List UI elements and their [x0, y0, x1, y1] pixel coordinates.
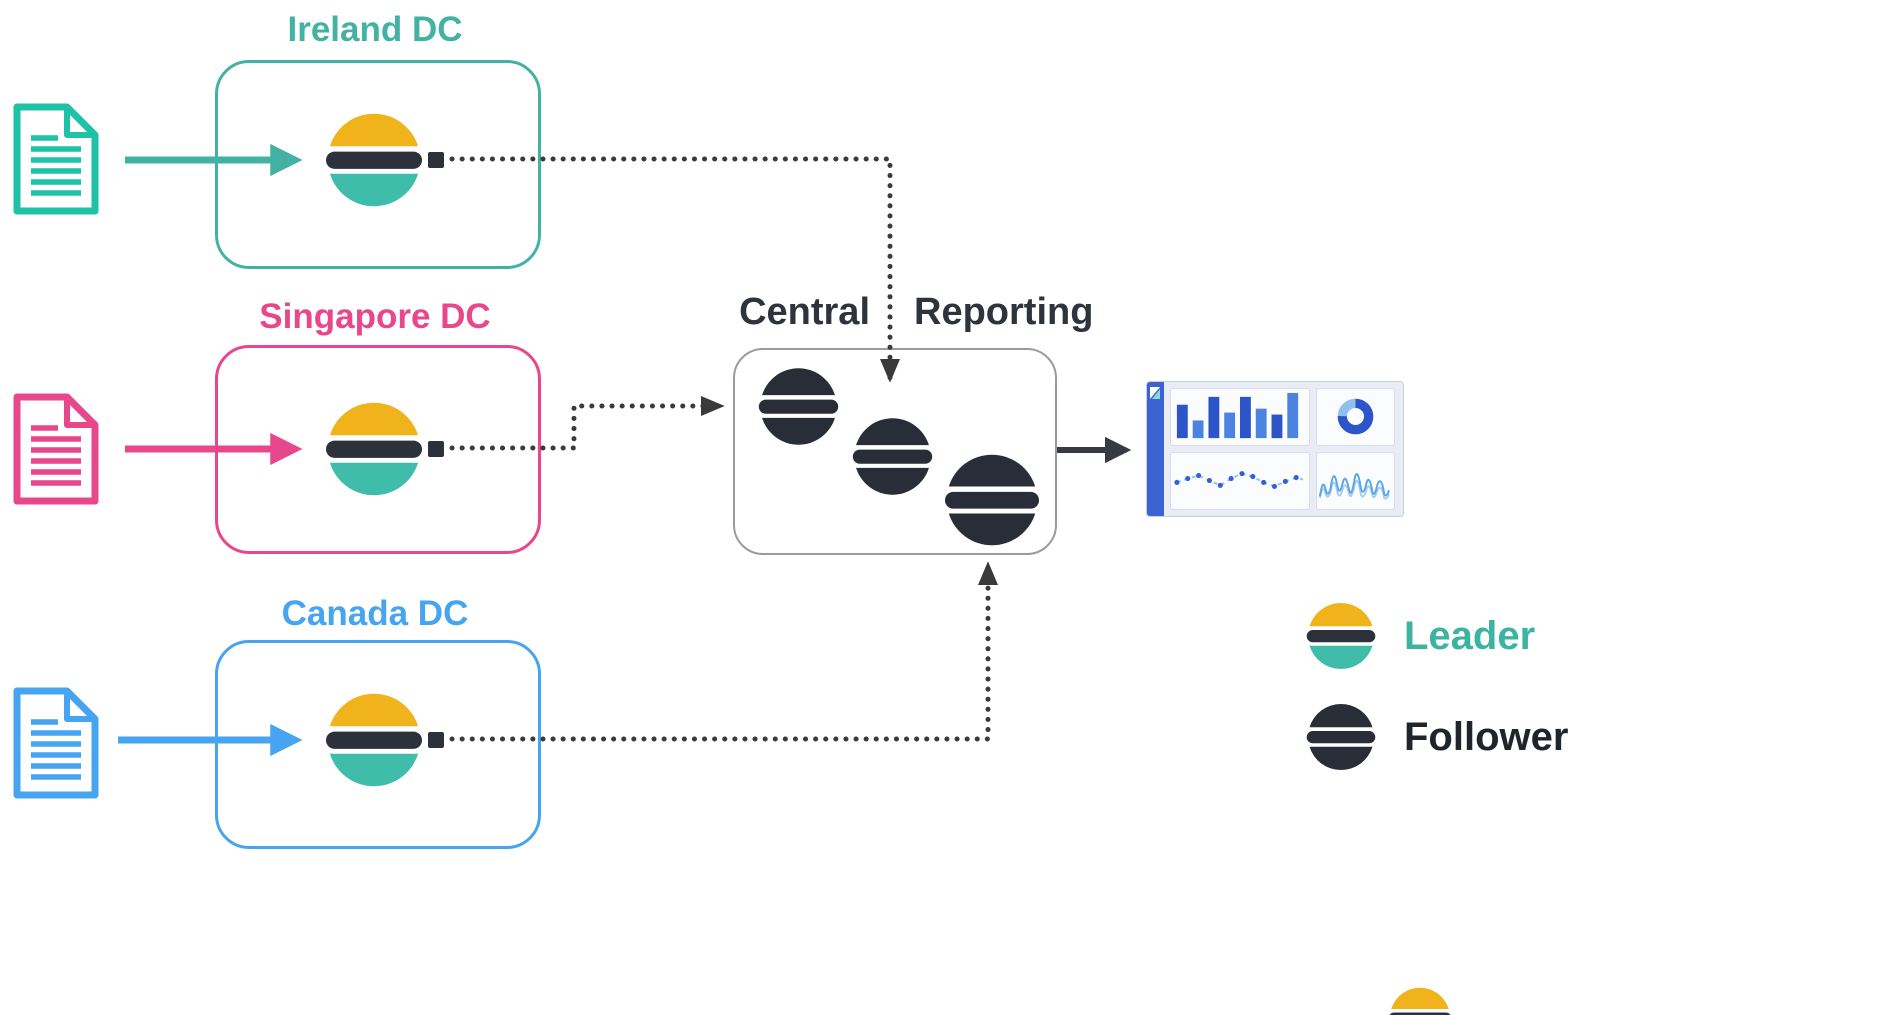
connector-plug: [428, 732, 444, 748]
central-reporting-title-right: Reporting: [914, 291, 1094, 333]
elasticsearch-leader-logo: [325, 691, 423, 789]
elasticsearch-follower-logo: [944, 452, 1040, 548]
ireland-document-icon: [10, 102, 102, 216]
legend-item-leader: Leader: [1306, 601, 1535, 671]
elasticsearch-leader-logo: [325, 400, 423, 498]
elasticsearch-follower-logo: [852, 416, 933, 497]
dashboard-sidebar: [1147, 382, 1164, 516]
singapore-dc-title: Singapore DC: [259, 297, 491, 336]
line-chart-icon: [1316, 452, 1395, 510]
legend-label-leader: Leader: [1404, 614, 1536, 658]
partial-leader-logo-cutoff: [1388, 986, 1452, 1015]
canada-dc-title: Canada DC: [281, 594, 469, 633]
elasticsearch-leader-logo: [1306, 601, 1376, 671]
central-reporting-title-left: Central: [739, 291, 870, 333]
legend-label-follower: Follower: [1404, 715, 1569, 759]
kibana-logo-icon: [1150, 387, 1160, 399]
connector-plug: [428, 441, 444, 457]
dashboard-icon: [1146, 381, 1404, 517]
dashboard-panels: [1164, 382, 1403, 516]
singapore-document-icon: [10, 392, 102, 506]
canada-document-icon: [10, 686, 102, 800]
donut-chart-icon: [1316, 388, 1395, 446]
scatter-chart-icon: [1170, 452, 1310, 510]
legend-item-follower: Follower: [1306, 702, 1568, 772]
elasticsearch-leader-logo: [325, 111, 423, 209]
elasticsearch-follower-logo: [1306, 702, 1376, 772]
ireland-dc-title: Ireland DC: [287, 10, 463, 49]
bar-chart-icon: [1170, 388, 1310, 446]
elasticsearch-follower-logo: [758, 366, 839, 447]
connector-plug: [428, 152, 444, 168]
